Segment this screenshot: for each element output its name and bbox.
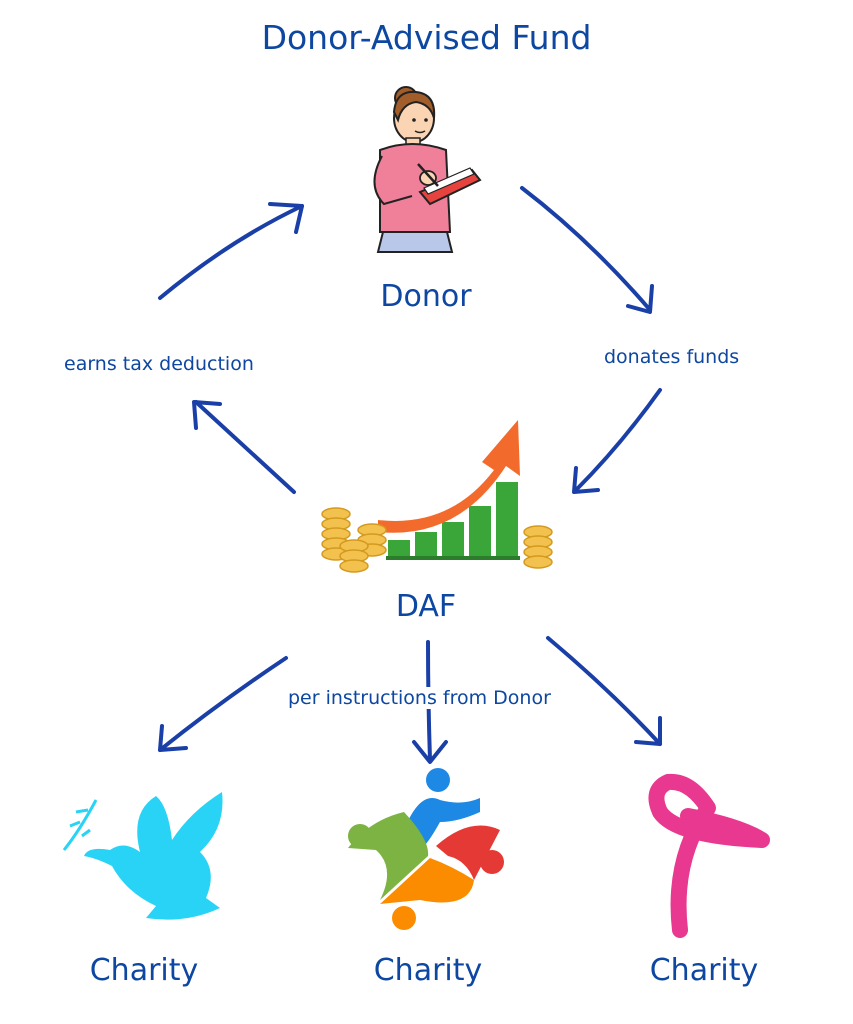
arrow-tax-to-donor-head <box>268 202 304 234</box>
edge-label-instructions: per instructions from Donor <box>288 687 551 709</box>
daf-label: DAF <box>395 589 457 624</box>
arrows <box>158 186 662 764</box>
dove-icon <box>62 792 223 920</box>
donor-icon <box>373 86 482 253</box>
charity-label-3: Charity <box>649 953 759 988</box>
charity-label-1: Charity <box>89 953 199 988</box>
arrow-daf-to-charity-1 <box>158 656 288 752</box>
arrow-daf-to-tax <box>194 400 296 494</box>
diagram-title: Donor-Advised Fund <box>261 18 592 57</box>
donor-label: Donor <box>380 279 472 314</box>
arrow-daf-to-charity-3 <box>546 636 662 746</box>
charity-label-2: Charity <box>373 953 483 988</box>
arrow-daf-to-charity-2-head <box>412 740 448 764</box>
edge-label-donates: donates funds <box>604 346 740 368</box>
arrow-daf-to-charity-1-head <box>158 724 188 752</box>
people-circle-icon <box>348 768 504 930</box>
arrow-daf-to-tax-head <box>192 400 222 430</box>
ribbon-icon <box>648 773 770 938</box>
arrow-daf-to-charity-3-head <box>634 716 662 746</box>
arrow-daf-from-donor <box>574 388 662 492</box>
arrow-tax-to-donor <box>158 204 304 300</box>
edge-label-tax: earns tax deduction <box>64 353 254 375</box>
growth-chart-icon <box>321 420 553 573</box>
arrow-donor-to-daf-head <box>626 284 654 314</box>
arrow-donor-to-daf <box>520 186 652 312</box>
arrow-daf-from-donor-head <box>572 466 600 494</box>
